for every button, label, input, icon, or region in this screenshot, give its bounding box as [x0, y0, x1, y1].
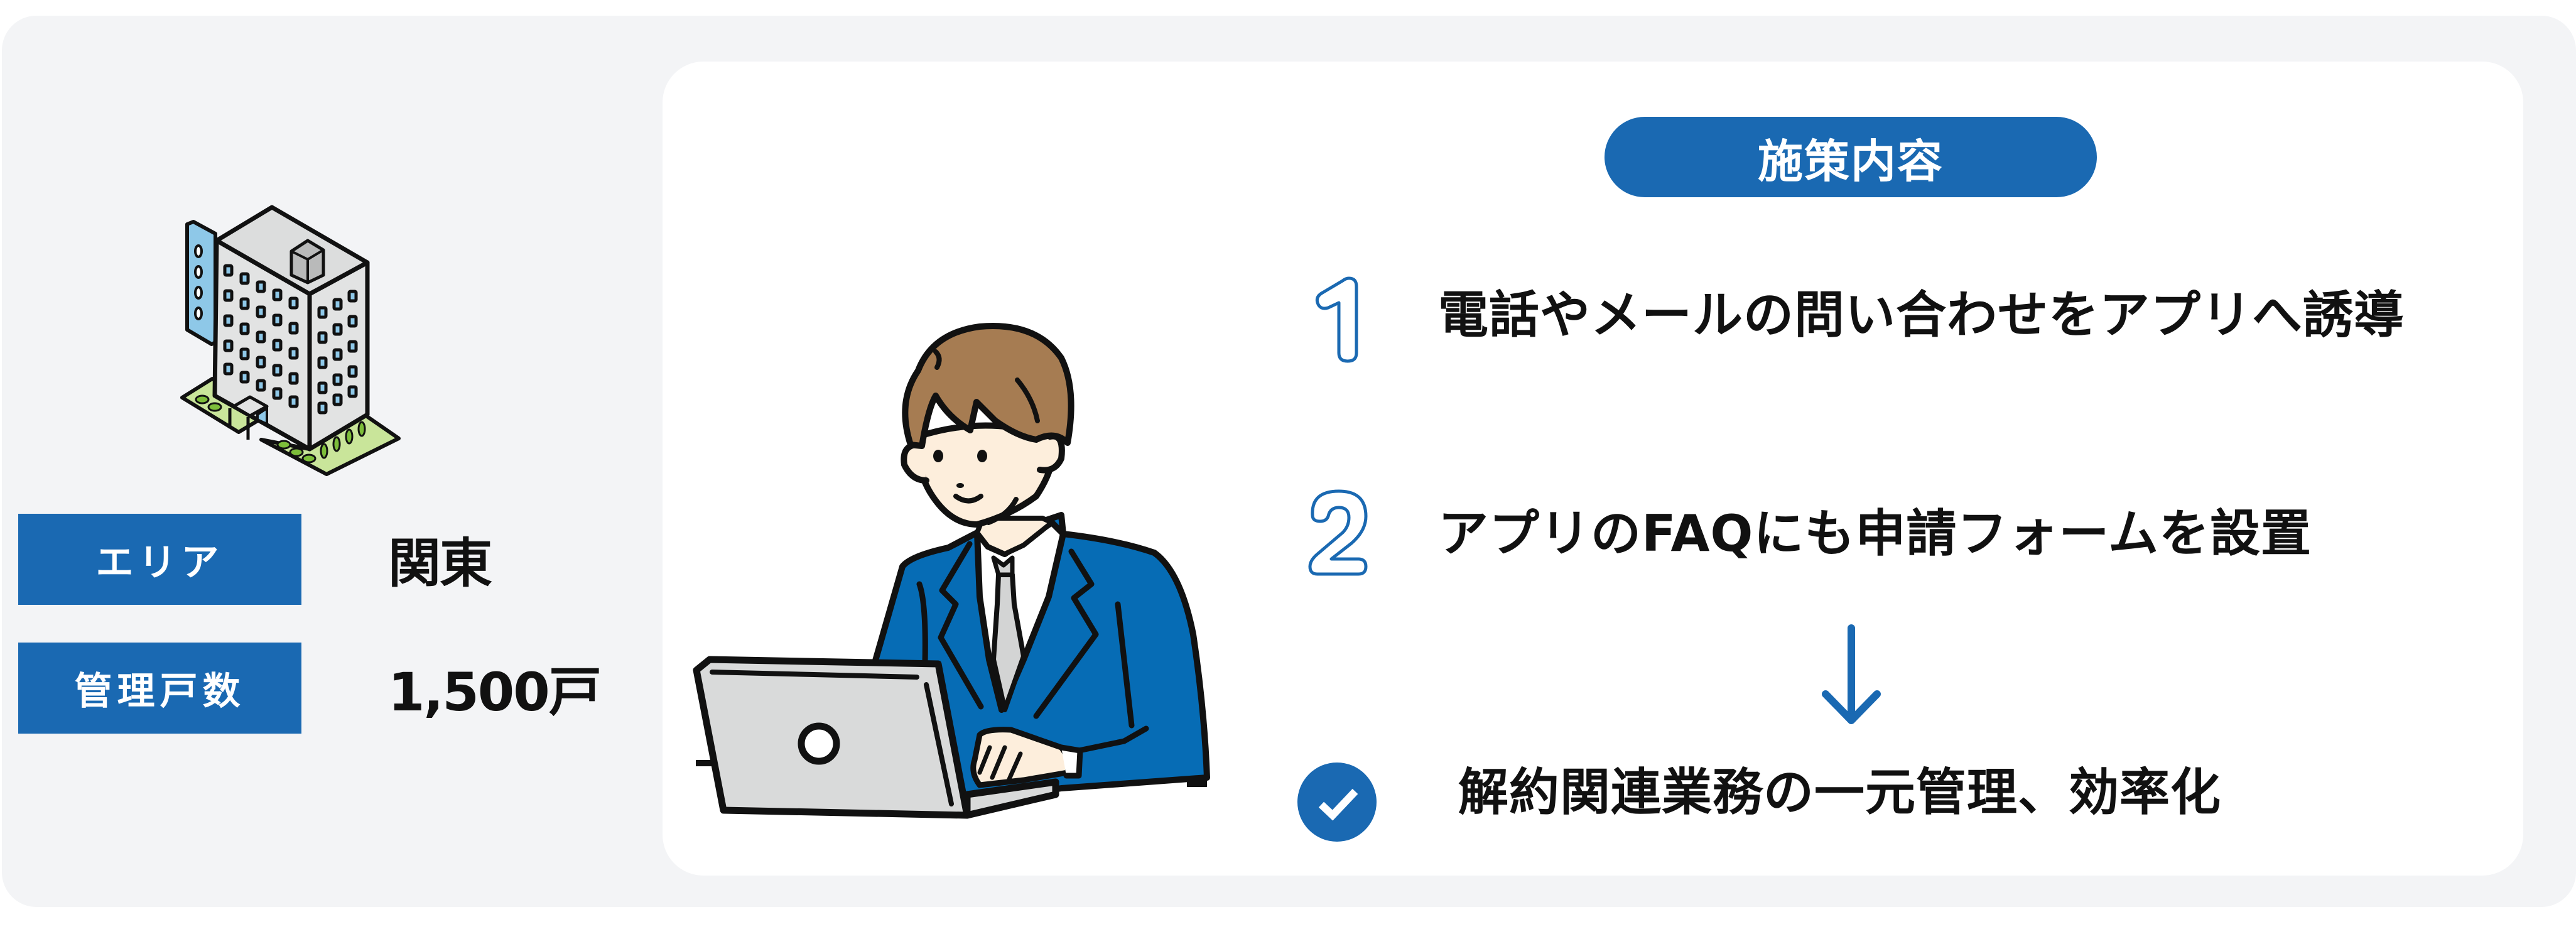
office-building-icon [180, 205, 401, 476]
number-two-icon [1308, 489, 1368, 576]
businessman-laptop-illustration [693, 323, 1210, 819]
measures-title-badge: 施策内容 [1605, 117, 2097, 197]
units-value: 1,500戸 [388, 661, 602, 723]
info-row-area: エリア 関東 [18, 514, 646, 605]
result-text: 解約関連業務の一元管理、効率化 [1458, 763, 2221, 822]
area-value: 関東 [388, 533, 492, 594]
check-circle-icon [1297, 763, 1377, 842]
step-2-text: アプリのFAQにも申請フォームを設置 [1438, 504, 2312, 563]
step-1-text: 電話やメールの問い合わせをアプリへ誘導 [1438, 286, 2405, 344]
number-one-icon [1315, 276, 1358, 363]
area-label: エリア [18, 514, 301, 605]
info-row-units: 管理戸数 1,500戸 [18, 643, 646, 734]
units-label: 管理戸数 [18, 643, 301, 734]
arrow-down-icon [1822, 624, 1881, 724]
